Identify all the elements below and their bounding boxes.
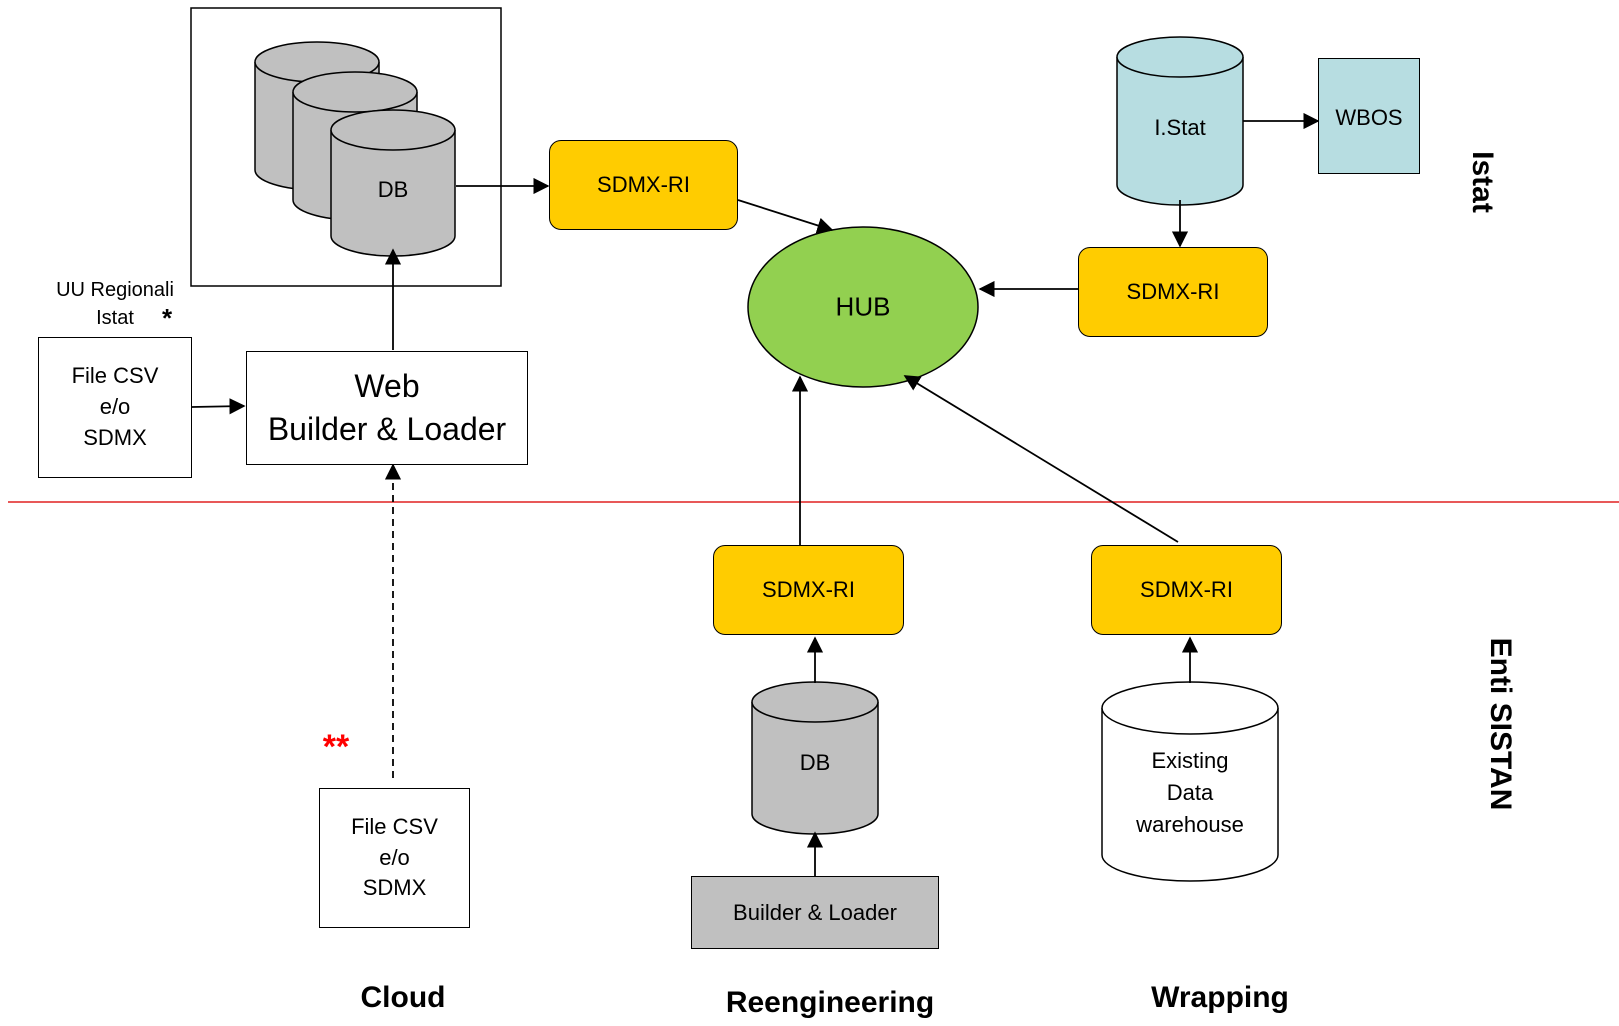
arrow-file-to-web: [191, 398, 246, 415]
istat-db-cylinder: [1116, 36, 1244, 206]
double-star-note: **: [322, 728, 350, 767]
wbos-node: WBOS: [1318, 58, 1420, 174]
sdmx-ri-istat-label: SDMX-RI: [1126, 279, 1220, 304]
file-csv-top-line1: File CSV: [71, 363, 159, 389]
uu-regionali-line2: Istat *: [96, 303, 173, 333]
uu-regionali-label: UU Regionali Istat *: [36, 276, 194, 332]
arrow-sdmx-to-hub: [737, 199, 834, 234]
existing-dw-label: Existing Data warehouse: [1136, 745, 1244, 841]
label-cloud: Cloud: [360, 980, 446, 1014]
existing-dw-line1: Existing: [1151, 748, 1229, 773]
uu-regionali-star: *: [162, 303, 173, 333]
builder-loader-node: Builder & Loader: [691, 876, 939, 949]
sdmx-ri-istat-node: SDMX-RI: [1078, 247, 1268, 337]
uu-regionali-line1: UU Regionali: [56, 279, 174, 301]
label-enti-sistan: Enti SISTAN: [1484, 637, 1517, 811]
hub-ellipse: [747, 226, 979, 388]
label-reengineering: Reengineering: [725, 985, 935, 1019]
arrow-wrap-to-hub: [903, 375, 1179, 543]
wbos-label: WBOS: [1335, 105, 1403, 130]
hub-label: HUB: [835, 291, 891, 322]
web-builder-line2: Builder & Loader: [267, 411, 507, 447]
file-csv-bottom-line2: e/o: [379, 844, 410, 870]
file-csv-top-line3: SDMX: [83, 424, 147, 450]
existing-dw-line3: warehouse: [1136, 812, 1244, 837]
db-regional-label: DB: [377, 177, 409, 203]
file-csv-bottom-line3: SDMX: [362, 875, 427, 901]
istat-db-label: I.Stat: [1154, 115, 1206, 141]
sdmx-ri-reeng-label: SDMX-RI: [762, 577, 855, 602]
sdmx-ri-wrap-label: SDMX-RI: [1140, 577, 1233, 602]
file-csv-bottom-line1: File CSV: [351, 813, 438, 839]
builder-loader-label: Builder & Loader: [733, 899, 897, 925]
sdmx-ri-reeng-node: SDMX-RI: [713, 545, 904, 635]
label-istat: Istat: [1466, 151, 1499, 213]
label-wrapping: Wrapping: [1151, 980, 1289, 1014]
db-reeng-label: DB: [799, 750, 831, 776]
sdmx-ri-wrap-node: SDMX-RI: [1091, 545, 1282, 635]
web-builder-line1: Web: [354, 367, 420, 404]
db-reeng-cylinder: [751, 681, 879, 835]
existing-dw-line2: Data: [1166, 780, 1214, 805]
existing-dw-cylinder: [1101, 681, 1279, 882]
sdmx-ri-top-label: SDMX-RI: [597, 172, 690, 197]
web-builder-loader-node: Web Builder & Loader: [246, 351, 528, 465]
file-csv-top-line2: e/o: [99, 394, 131, 420]
file-csv-top-node: File CSV e/o SDMX: [38, 337, 192, 478]
file-csv-bottom-node: File CSV e/o SDMX: [319, 788, 470, 928]
sdmx-ri-top-node: SDMX-RI: [549, 140, 738, 230]
db-regional-cylinder: [330, 109, 456, 257]
